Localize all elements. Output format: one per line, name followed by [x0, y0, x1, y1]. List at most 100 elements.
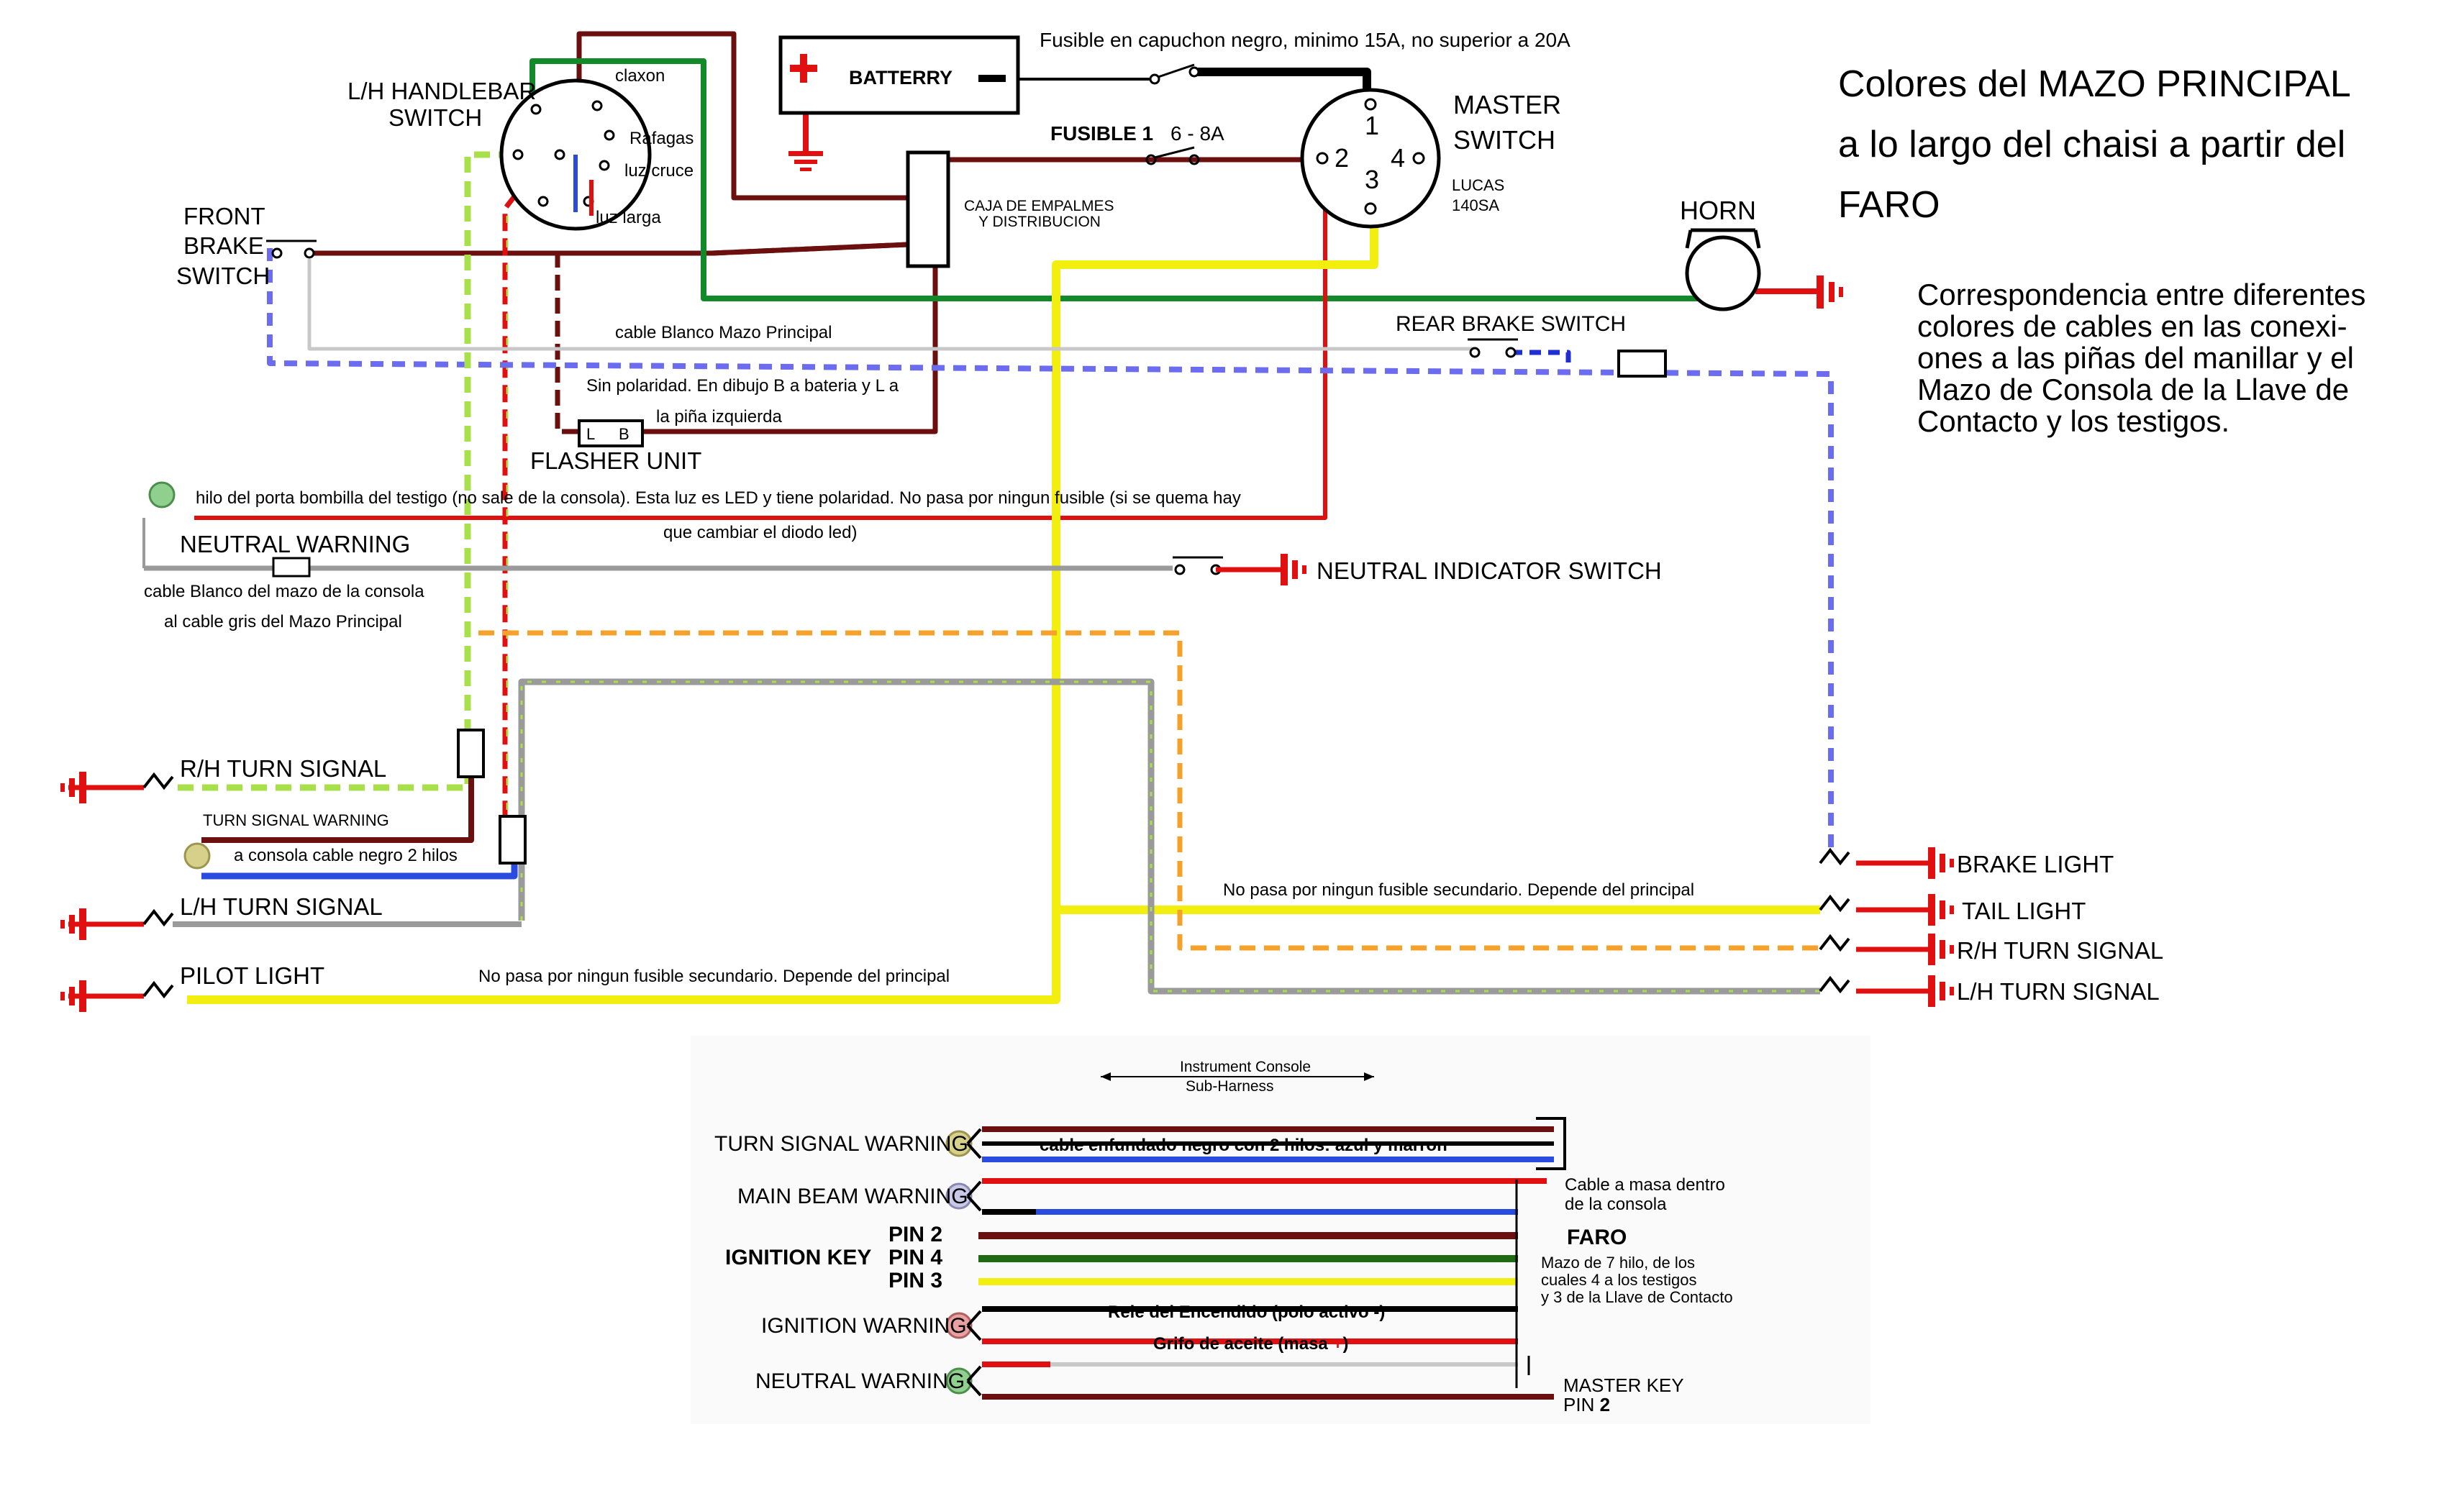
red-wire-master [194, 160, 1327, 520]
label-pilot: PILOT LIGHT [180, 962, 324, 989]
label-flasher: FLASHER UNIT [530, 447, 701, 474]
label-tail-light: TAIL LIGHT [1962, 898, 2086, 924]
main-fuse [1149, 63, 1200, 85]
lh-connector [499, 815, 527, 865]
label-neutral-warning: NEUTRAL WARNING [180, 531, 410, 557]
label-pin2: 2 [1335, 143, 1349, 173]
turn-warning-lamp [183, 842, 211, 870]
subtitle-line-3: ones a las piñas del manillar y el [1917, 341, 2354, 375]
console-pin-3: PIN 3 [888, 1269, 942, 1292]
label-pin1: 1 [1365, 111, 1379, 140]
console-rele: Rele del Encendido (polo activo -) [1108, 1303, 1385, 1322]
subtitle-line-1: Correspondencia entre diferentes [1917, 278, 2366, 311]
console-ignition-warning: IGNITION WARNING [761, 1314, 967, 1338]
diagram-labels: L/H HANDLEBAR SWITCH claxon Rafagas luz … [144, 29, 2163, 1005]
label-turn-warning: TURN SIGNAL WARNING [203, 811, 389, 829]
label-neutral-switch: NEUTRAL INDICATOR SWITCH [1317, 557, 1662, 584]
label-fuse1-b: 6 - 8A [1170, 122, 1224, 145]
label-rh-turn: R/H TURN SIGNAL [180, 755, 386, 782]
title-block: Colores del MAZO PRINCIPAL a lo largo de… [1838, 54, 2351, 235]
console-cable-masa-2: de la consola [1565, 1195, 1667, 1214]
rear-brake-switch [1468, 338, 1518, 358]
label-battery: BATTERRY [849, 67, 953, 88]
label-pin4: 4 [1391, 143, 1405, 173]
console-header-1: Instrument Console [1180, 1059, 1311, 1075]
brown-wire-flasher [622, 266, 938, 434]
console-turn-warning: TURN SIGNAL WARNING [714, 1132, 968, 1156]
label-rh-turn-right: R/H TURN SIGNAL [1957, 937, 2163, 964]
console-pin-2: PIN 2 [888, 1223, 942, 1246]
label-cable-blanco: cable Blanco Mazo Principal [615, 323, 832, 342]
main-harness-wires [142, 31, 1834, 1004]
ground-symbol-neutral [1281, 554, 1306, 585]
console-faro-3: y 3 de la Llave de Contacto [1541, 1288, 1733, 1306]
neutral-warning-connector [272, 557, 311, 578]
left-bulbs [60, 772, 174, 1012]
caja-de-empalmes [906, 150, 950, 268]
ground-symbol-horn [1817, 275, 1843, 309]
handlebar-switch [499, 78, 652, 231]
console-master-key: MASTER KEY [1563, 1374, 1684, 1396]
console-header-2: Sub-Harness [1186, 1078, 1274, 1095]
console-faro-1: Mazo de 7 hilo, de los [1541, 1254, 1695, 1272]
lh-turn-bulb-left [60, 908, 174, 940]
label-lh-turn-right: L/H TURN SIGNAL [1957, 978, 2160, 1005]
turn-warning-brown [201, 777, 474, 843]
label-rafagas: Rafagas [629, 129, 694, 148]
horn-symbol [1685, 228, 1761, 311]
label-lh-switch-1: L/H HANDLEBAR [347, 78, 536, 104]
pilot-light-bulb [60, 980, 174, 1012]
console-grifo: Grifo de aceite (masa +) [1153, 1334, 1348, 1354]
label-lucas-1: LUCAS [1452, 176, 1504, 194]
console-labels: Instrument Console Sub-Harness TURN SIGN… [714, 1059, 1733, 1415]
label-rear-brake: REAR BRAKE SWITCH [1396, 312, 1626, 336]
brown-wire-battery [576, 31, 908, 201]
blue-dashed-rear [1511, 350, 1571, 367]
turn-warning-blue [201, 863, 518, 880]
right-bulbs [1819, 847, 1954, 1007]
label-a-consola: a consola cable negro 2 hilos [234, 846, 458, 865]
console-pin-4: PIN 4 [888, 1246, 942, 1269]
subtitle-line-2: colores de cables en las conexi- [1917, 309, 2347, 343]
label-no-pasa-left: No pasa por ningun fusible secundario. D… [478, 967, 950, 986]
label-sin-pol-2: la piña izquierda [656, 407, 782, 427]
label-pin3: 3 [1365, 165, 1379, 194]
label-hilo-1: hilo del porta bombilla del testigo (no … [196, 488, 1241, 508]
blue-dashed-brake [267, 248, 1834, 856]
grey-green-lh [518, 678, 1820, 995]
label-front-brake-1: FRONT [183, 203, 265, 229]
brown-dashed-flasher [555, 252, 579, 434]
label-fuse1-a: FUSIBLE 1 [1050, 122, 1153, 145]
grey-green-lh-stripe [520, 680, 1820, 993]
label-lh-turn: L/H TURN SIGNAL [180, 893, 383, 920]
label-horn: HORN [1680, 196, 1756, 225]
console-main-beam: MAIN BEAM WARNING [737, 1185, 968, 1208]
label-luz-larga: luz larga [596, 208, 661, 227]
subtitle-line-4: Mazo de Consola de la Llave de [1917, 373, 2350, 406]
red-dashed-main-beam [502, 152, 549, 827]
label-master-1: MASTER [1453, 90, 1561, 119]
label-luz-cruce: luz cruce [624, 161, 694, 181]
neutral-switch [1173, 556, 1223, 575]
console-faro: FARO [1567, 1226, 1627, 1249]
label-hilo-2: que cambiar el diodo led) [663, 523, 858, 542]
front-brake-dash [712, 242, 909, 256]
rear-brake-connector [1617, 350, 1667, 378]
subtitle-block: Correspondencia entre diferentes colores… [1917, 279, 2365, 437]
title-line-3: FARO [1838, 184, 1940, 226]
console-faro-2: cuales 4 a los testigos [1541, 1271, 1696, 1289]
neutral-warning-lamp [148, 481, 176, 508]
console-panel [691, 1036, 1870, 1424]
title-line-2: a lo largo del chaisi a partir del [1838, 124, 2346, 165]
console-ignition-key: IGNITION KEY [725, 1246, 871, 1269]
console-neutral-warning: NEUTRAL WARNING [755, 1369, 965, 1393]
console-master-pin: PIN 2 [1563, 1394, 1610, 1415]
label-flasher-l: L [586, 425, 595, 443]
label-lh-switch-2: SWITCH [388, 104, 482, 131]
label-no-pasa-right: No pasa por ningun fusible secundario. D… [1223, 880, 1694, 900]
rh-connector [457, 729, 485, 778]
flasher-unit [578, 419, 644, 447]
label-caja-1: CAJA DE EMPALMES [964, 198, 1114, 214]
tail-light-bulb [1819, 894, 1954, 926]
